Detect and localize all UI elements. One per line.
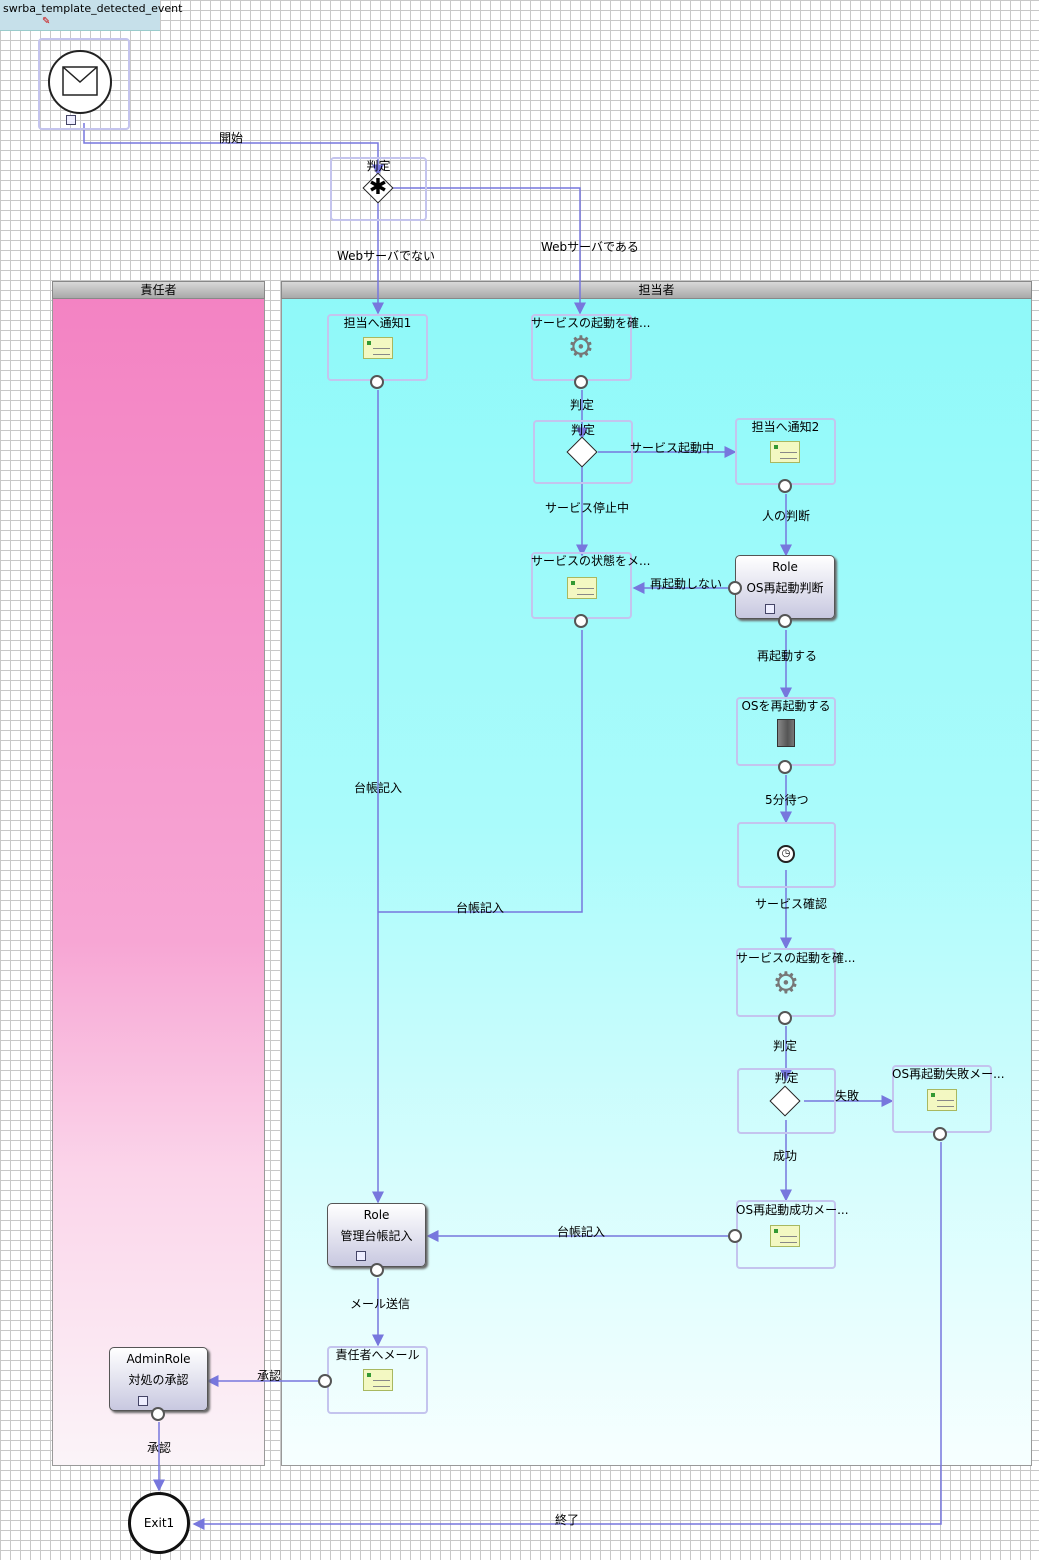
edge-label-ledger2: 台帳記入	[456, 901, 505, 915]
lane-header-responsible: 責任者	[52, 281, 265, 299]
clock-icon[interactable]: ◷	[777, 845, 795, 863]
task-notify2-port[interactable]	[778, 479, 792, 493]
mail-icon	[927, 1089, 957, 1111]
mail-icon	[770, 441, 800, 463]
gateway3-frame[interactable]	[737, 1068, 836, 1134]
task-svc-status-port[interactable]	[574, 614, 588, 628]
lane-responsible	[52, 299, 265, 1466]
role-name: Role	[772, 560, 798, 574]
edge-status-ledger	[378, 630, 583, 913]
role-os-port-bottom[interactable]	[778, 614, 792, 628]
role-task-ledger[interactable]: Role 管理台帳記入	[327, 1203, 426, 1267]
task-svc-check2-label: サービスの起動を確...	[736, 951, 856, 965]
admin-role-task-approve[interactable]: AdminRole 対処の承認	[109, 1347, 208, 1411]
gateway-top-frame[interactable]	[330, 157, 427, 221]
gateway2-frame[interactable]	[533, 420, 633, 484]
task-svc-check2-port[interactable]	[778, 1011, 792, 1025]
edge-start	[83, 123, 384, 177]
process-tab[interactable]: swrba_template_detected_event ✎	[0, 0, 182, 31]
role-name: Role	[363, 1208, 390, 1222]
edit-icon: ✎	[42, 16, 51, 27]
edge-label-success: 成功	[773, 1149, 798, 1163]
edge-label-start: 開始	[219, 131, 244, 145]
timer-event-frame[interactable]	[737, 822, 836, 888]
server-icon	[777, 719, 795, 747]
edge-label-ledger1: 台帳記入	[354, 781, 403, 795]
role-task-name: 対処の承認	[128, 1373, 189, 1387]
gear-icon: ⚙	[567, 330, 595, 365]
admin-role-port[interactable]	[151, 1407, 165, 1421]
lane-header-staff: 担当者	[281, 281, 1032, 299]
role-task-name: 管理台帳記入	[340, 1229, 413, 1243]
edge-label-not-web: Webサーバでない	[337, 249, 436, 263]
gateway3-label: 判定	[774, 1071, 799, 1085]
task-os-success-port[interactable]	[728, 1229, 742, 1243]
task-svc-check2-out: 判定	[773, 1039, 798, 1053]
task-os-fail-mail-label: OS再起動失敗メー...	[892, 1067, 1005, 1081]
task-notify1-port[interactable]	[370, 375, 384, 389]
subprocess-icon	[765, 604, 775, 614]
task-os-restart-port[interactable]	[778, 760, 792, 774]
edge-label-svc-stopped: サービス停止中	[545, 501, 630, 515]
edge-end	[192, 1142, 942, 1530]
edge-label-fail: 失敗	[835, 1089, 860, 1103]
edge-label-svc-running: サービス起動中	[630, 441, 715, 455]
gateway2-label: 判定	[570, 423, 595, 437]
timer-out: サービス確認	[755, 897, 828, 911]
complex-gateway-icon: ✱	[368, 175, 388, 200]
envelope-icon	[62, 66, 98, 96]
task-svc-check1-out: 判定	[570, 398, 595, 412]
gear-icon: ⚙	[772, 966, 800, 1001]
edge-label-mail-send: メール送信	[350, 1297, 411, 1311]
task-mail-responsible-label: 責任者へメール	[335, 1348, 420, 1362]
task-os-success-mail-label: OS再起動成功メー...	[736, 1203, 849, 1217]
edge-label-end: 終了	[555, 1513, 580, 1527]
edge-label-ledger3: 台帳記入	[557, 1225, 606, 1239]
edge-label-restart: 再起動する	[757, 649, 818, 663]
subprocess-icon	[138, 1396, 148, 1406]
edge-is-web	[392, 187, 586, 315]
start-event-frame[interactable]	[38, 38, 130, 130]
task-mail-responsible-port[interactable]	[318, 1374, 332, 1388]
task-notify2-label: 担当へ通知2	[751, 420, 820, 434]
role-task-name: OS再起動判断	[746, 581, 824, 595]
task-svc-check1-label: サービスの起動を確...	[531, 316, 651, 330]
mail-icon	[770, 1225, 800, 1247]
end-event-exit[interactable]: Exit1	[128, 1492, 190, 1554]
mail-icon	[363, 337, 393, 359]
task-svc-check1-port[interactable]	[574, 375, 588, 389]
subprocess-icon	[356, 1251, 366, 1261]
task-os-restart-out: 5分待つ	[765, 793, 809, 807]
mail-icon	[363, 1369, 393, 1391]
task-os-fail-port[interactable]	[933, 1127, 947, 1141]
edge-label-is-web: Webサーバである	[541, 240, 639, 254]
role-os-port-left[interactable]	[728, 581, 742, 595]
task-notify1-label: 担当へ通知1	[343, 316, 412, 330]
edge-label-approve: 承認	[147, 1441, 172, 1455]
role-name: AdminRole	[126, 1352, 191, 1366]
gateway-top-label: 判定	[366, 159, 391, 173]
edge-label-no-restart: 再起動しない	[650, 577, 723, 591]
edge-label-approve-req: 承認	[257, 1369, 282, 1383]
lane-staff	[281, 299, 1032, 1466]
task-notify2-out: 人の判断	[762, 509, 811, 523]
process-tab-title: swrba_template_detected_event	[3, 2, 183, 15]
subprocess-icon	[66, 115, 76, 125]
task-os-restart-label: OSを再起動する	[741, 699, 831, 713]
task-svc-status-mail-label: サービスの状態をメ...	[531, 554, 651, 568]
role-ledger-port[interactable]	[370, 1263, 384, 1277]
role-task-os-restart-decision[interactable]: Role OS再起動判断	[735, 555, 835, 619]
mail-icon	[567, 577, 597, 599]
